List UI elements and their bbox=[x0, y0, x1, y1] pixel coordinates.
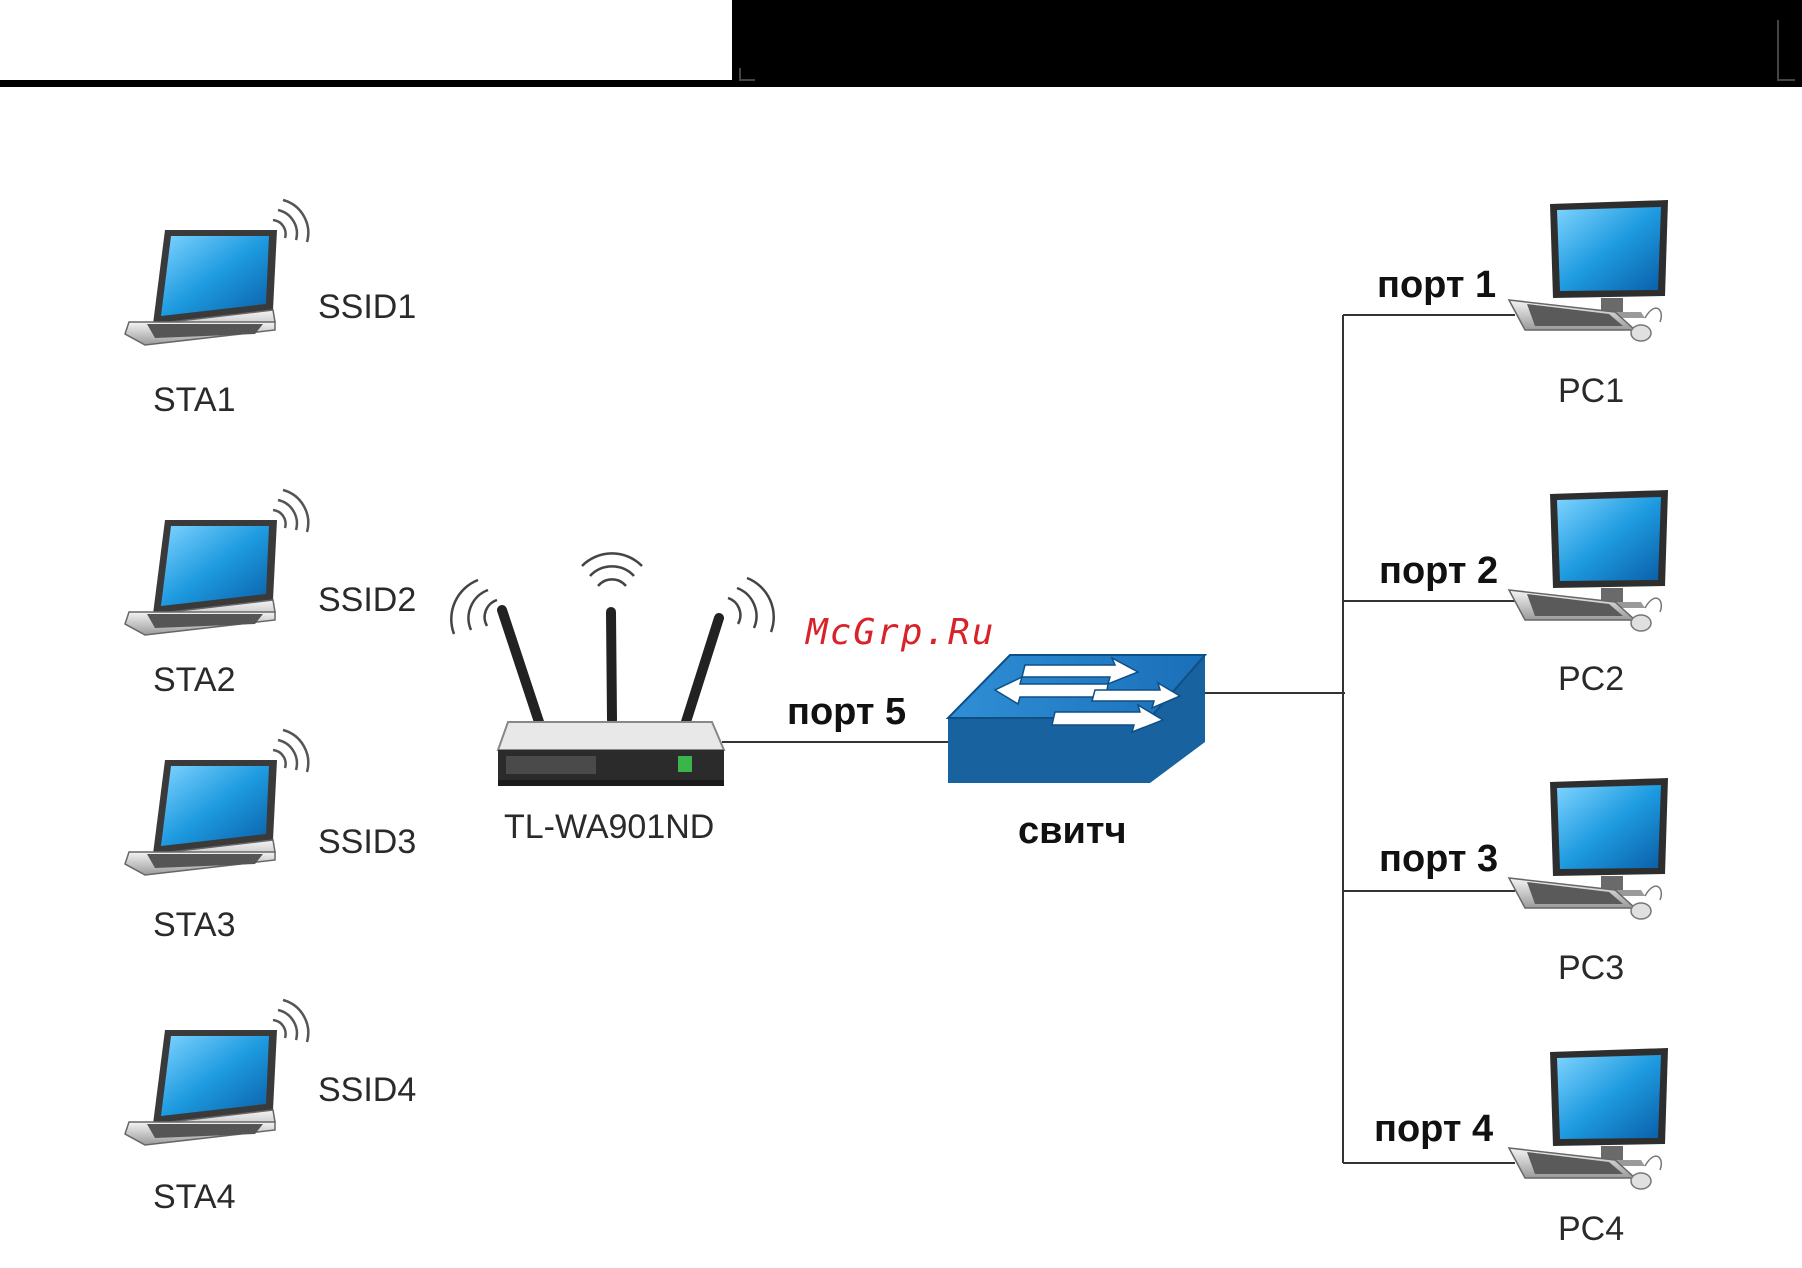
ssid-label: SSID4 bbox=[318, 1073, 416, 1107]
pc-icon bbox=[1509, 490, 1668, 631]
station-label: STA4 bbox=[153, 1180, 236, 1214]
pc-port-label: порт 1 bbox=[1377, 266, 1496, 304]
antenna-left-icon bbox=[502, 610, 540, 725]
pc-port-label: порт 4 bbox=[1374, 1110, 1493, 1148]
pc-port-label: порт 2 bbox=[1379, 552, 1498, 590]
pc-icon bbox=[1509, 200, 1668, 341]
laptop-icon bbox=[125, 730, 308, 875]
uplink-port-label: порт 5 bbox=[787, 693, 906, 731]
access-point-label: TL-WA901ND bbox=[504, 810, 714, 844]
pc-label: PC1 bbox=[1558, 374, 1624, 408]
wifi-waves-icon bbox=[273, 730, 308, 772]
laptop-icon bbox=[125, 490, 308, 635]
switch-device bbox=[948, 655, 1205, 783]
laptop-icon bbox=[125, 200, 308, 345]
laptop-icon bbox=[125, 1000, 308, 1145]
antenna-center-icon bbox=[611, 612, 612, 720]
wifi-waves-icon bbox=[273, 490, 308, 532]
switch-label: свитч bbox=[1018, 812, 1127, 850]
wifi-waves-icon bbox=[273, 1000, 308, 1042]
ssid-label: SSID1 bbox=[318, 290, 416, 324]
station-label: STA2 bbox=[153, 663, 236, 697]
pc-label: PC2 bbox=[1558, 662, 1624, 696]
header-bar bbox=[0, 0, 1802, 87]
pc-icon bbox=[1509, 1048, 1668, 1189]
pc-icon bbox=[1509, 778, 1668, 919]
access-point bbox=[451, 553, 773, 786]
pc-label: PC4 bbox=[1558, 1212, 1624, 1246]
wifi-waves-icon bbox=[273, 200, 308, 242]
watermark: McGrp.Ru bbox=[806, 612, 995, 653]
ssid-label: SSID2 bbox=[318, 583, 416, 617]
ssid-label: SSID3 bbox=[318, 825, 416, 859]
pc-label: PC3 bbox=[1558, 951, 1624, 985]
antenna-right-icon bbox=[685, 618, 719, 725]
pc-port-label: порт 3 bbox=[1379, 840, 1498, 878]
station-label: STA3 bbox=[153, 908, 236, 942]
station-label: STA1 bbox=[153, 383, 236, 417]
